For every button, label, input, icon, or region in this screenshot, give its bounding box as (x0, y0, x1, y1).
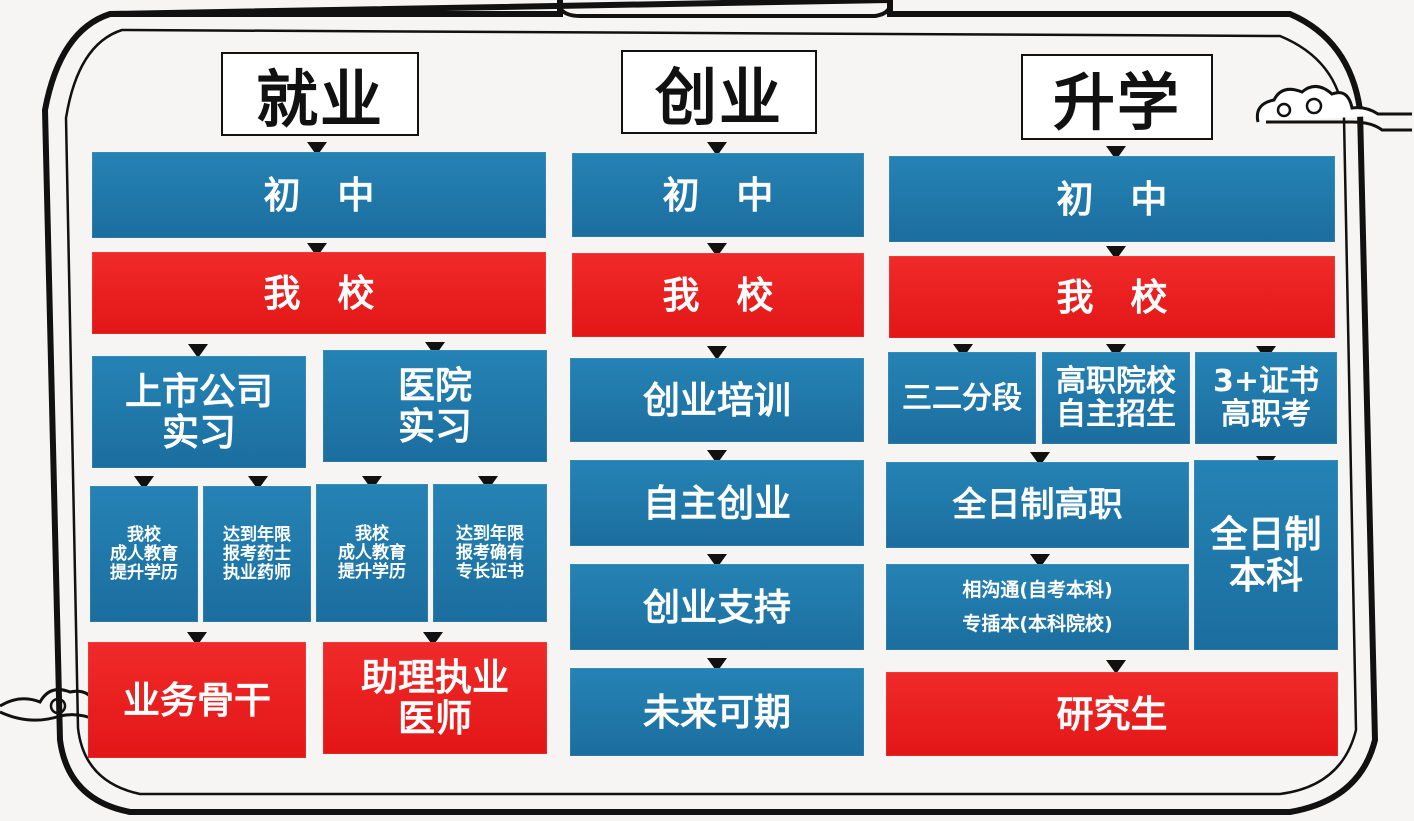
further-study-certificate-exam: 3+证书 高职考 (1195, 352, 1337, 444)
employment-our-school: 我 校 (92, 252, 546, 334)
employment-pharmacist-exam: 达到年限 报考药士 执业药师 (203, 486, 311, 622)
employment-listed-company-internship: 上市公司 实习 (92, 356, 306, 468)
further-study-vocational-independent-admission: 高职院校 自主招生 (1042, 352, 1190, 444)
employment-title: 就业 (221, 52, 419, 136)
entrepreneurship-our-school: 我 校 (572, 253, 864, 337)
employment-assistant-physician: 助理执业 医师 (323, 642, 547, 754)
entrepreneurship-support: 创业支持 (570, 564, 864, 650)
further-study-bridge-programs: 相沟通(自考本科) 专插本(本科院校) (886, 564, 1189, 650)
further-study-title: 升学 (1021, 54, 1213, 140)
arrow-down-icon (1106, 660, 1126, 674)
further-study-our-school: 我 校 (889, 256, 1335, 338)
arrow-down-icon (707, 142, 727, 156)
further-study-three-two-segment: 三二分段 (888, 352, 1036, 444)
entrepreneurship-title: 创业 (621, 50, 817, 134)
arrow-down-icon (188, 344, 208, 358)
entrepreneurship-self-employment: 自主创业 (570, 460, 864, 546)
entrepreneurship-junior-high: 初 中 (572, 153, 864, 237)
employment-hospital-internship: 医院 实习 (323, 350, 547, 462)
further-study-postgraduate: 研究生 (886, 672, 1338, 756)
cloud-ornament-bottom-left (0, 688, 98, 722)
employment-adult-education-b: 我校 成人教育 提升学历 (316, 484, 428, 622)
entrepreneurship-promising-future: 未来可期 (570, 668, 864, 756)
entrepreneurship-training: 创业培训 (570, 358, 864, 442)
arrow-down-icon (707, 346, 727, 360)
further-study-fulltime-vocational: 全日制高职 (886, 462, 1189, 548)
employment-specialty-certificate: 达到年限 报考确有 专长证书 (433, 484, 547, 622)
employment-business-backbone: 业务骨干 (88, 642, 306, 758)
cloud-ornament-top-right (1255, 85, 1412, 132)
further-study-fulltime-undergraduate: 全日制 本科 (1194, 460, 1338, 650)
further-study-junior-high: 初 中 (889, 156, 1335, 242)
employment-adult-education-a: 我校 成人教育 提升学历 (90, 486, 198, 622)
employment-junior-high: 初 中 (92, 152, 546, 238)
